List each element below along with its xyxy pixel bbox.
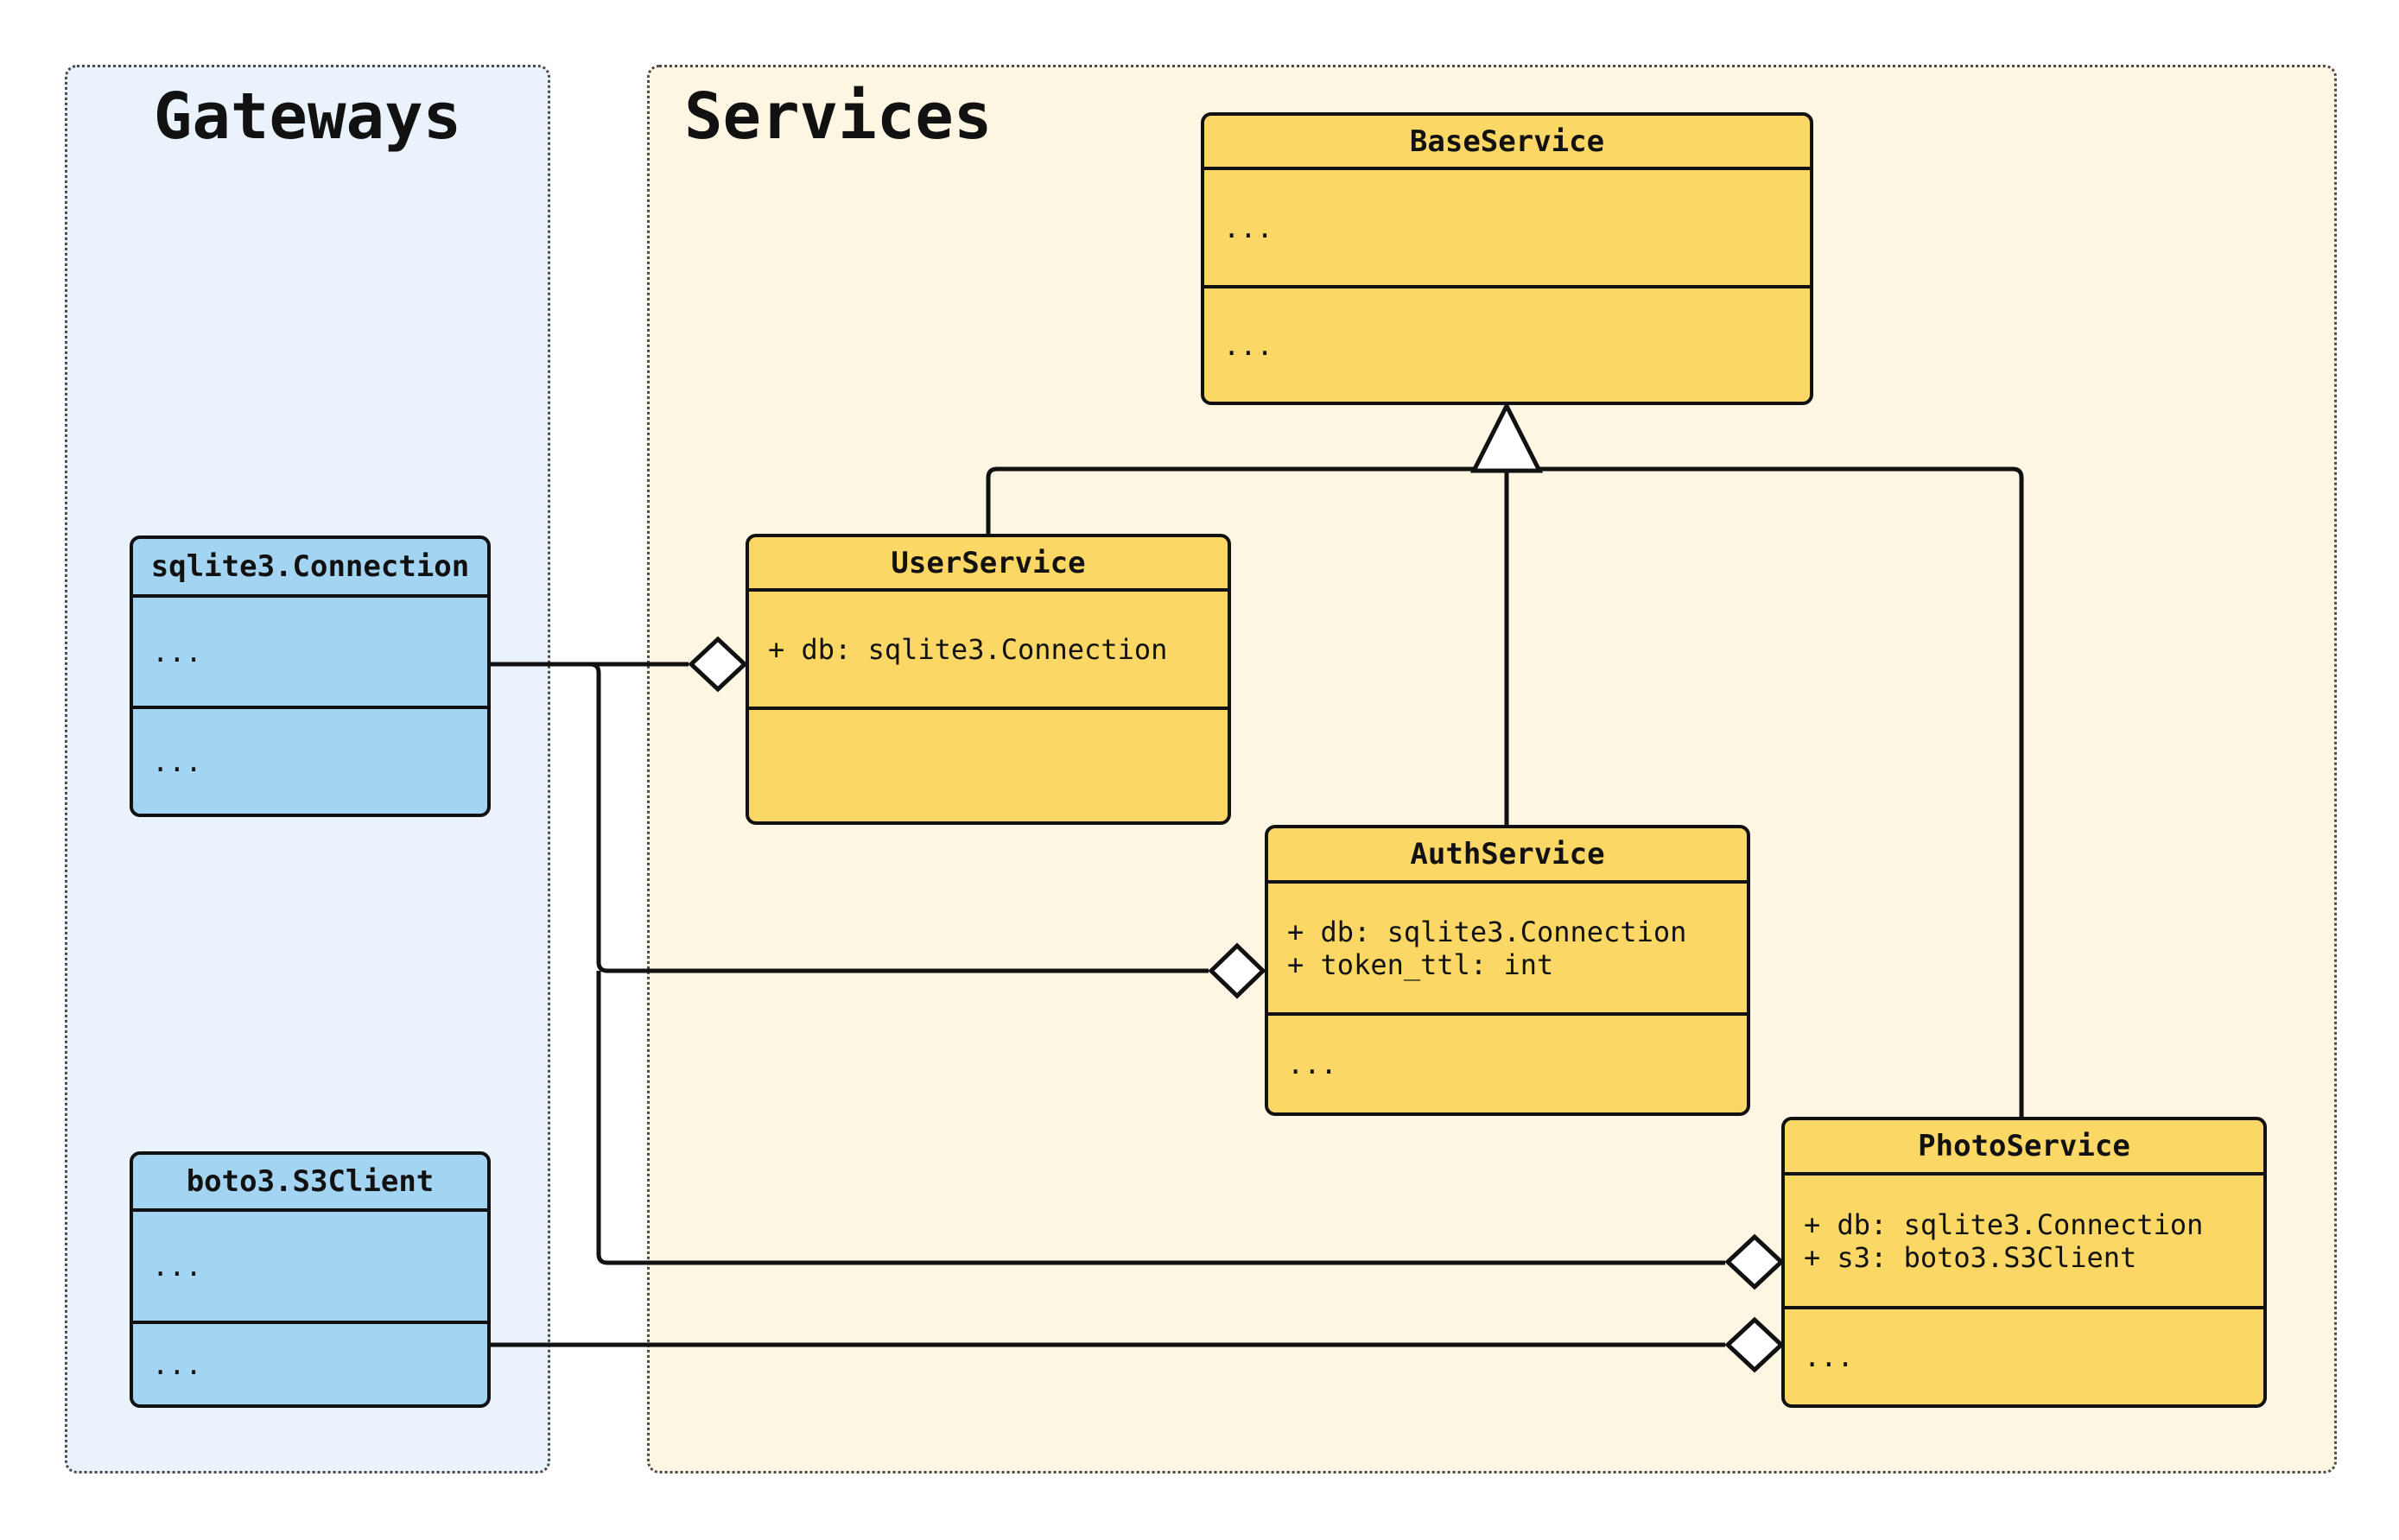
class-methods-baseservice: ...: [1204, 288, 1810, 402]
inheritance-triangle-icon: [1469, 401, 1544, 473]
edge-sqlite-to-authservice: [491, 662, 1209, 973]
member-line: ...: [1223, 211, 1273, 244]
aggregation-diamond-authservice-icon: [1208, 942, 1266, 999]
member-line: ...: [152, 745, 202, 778]
aggregation-diamond-userservice-icon: [688, 636, 748, 693]
class-node-baseservice: BaseService ... ...: [1201, 112, 1813, 405]
class-name-authservice: AuthService: [1268, 828, 1747, 884]
edge-sqlite-to-photoservice: [596, 971, 1725, 1265]
edge-userservice-to-baseservice: [986, 466, 1507, 534]
class-node-sqlite3-connection: sqlite3.Connection ... ...: [130, 536, 491, 817]
gateways-panel-title: Gateways: [153, 79, 462, 154]
class-name-photoservice: PhotoService: [1785, 1120, 2263, 1176]
class-methods-photoservice: ...: [1785, 1309, 2263, 1404]
class-attributes-authservice: + db: sqlite3.Connection+ token_ttl: int: [1268, 884, 1747, 1016]
services-panel-title: Services: [684, 79, 993, 154]
class-node-photoservice: PhotoService + db: sqlite3.Connection+ s…: [1781, 1117, 2267, 1408]
class-methods-authservice: ...: [1268, 1016, 1747, 1112]
aggregation-diamond-photoservice-s3-icon: [1724, 1316, 1785, 1373]
class-attributes-baseservice: ...: [1204, 170, 1810, 288]
member-line: + token_ttl: int: [1287, 947, 1554, 981]
class-node-userservice: UserService + db: sqlite3.Connection: [746, 534, 1231, 825]
member-line: + s3: boto3.S3Client: [1804, 1240, 2137, 1274]
class-attributes-userservice: + db: sqlite3.Connection: [749, 592, 1228, 710]
class-attributes-sqlite3-connection: ...: [133, 598, 487, 709]
member-line: + db: sqlite3.Connection: [1287, 915, 1687, 948]
member-line: ...: [1223, 328, 1273, 362]
class-methods-userservice: [749, 710, 1228, 821]
class-attributes-boto3-s3client: ...: [133, 1212, 487, 1324]
class-node-authservice: AuthService + db: sqlite3.Connection+ to…: [1265, 825, 1750, 1116]
member-line: ...: [152, 1347, 202, 1381]
class-methods-sqlite3-connection: ...: [133, 709, 487, 814]
member-line: ...: [152, 1250, 202, 1283]
class-methods-boto3-s3client: ...: [133, 1324, 487, 1404]
member-line: + db: sqlite3.Connection: [768, 632, 1168, 666]
aggregation-diamond-photoservice-db-icon: [1724, 1233, 1785, 1290]
class-attributes-photoservice: + db: sqlite3.Connection+ s3: boto3.S3Cl…: [1785, 1176, 2263, 1309]
class-name-userservice: UserService: [749, 537, 1228, 592]
edge-photoservice-to-baseservice: [1507, 466, 2024, 1117]
class-name-sqlite3-connection: sqlite3.Connection: [133, 539, 487, 598]
class-name-baseservice: BaseService: [1204, 116, 1810, 170]
member-line: + db: sqlite3.Connection: [1804, 1207, 2204, 1241]
member-line: ...: [152, 635, 202, 669]
class-node-boto3-s3client: boto3.S3Client ... ...: [130, 1151, 491, 1408]
member-line: ...: [1287, 1048, 1337, 1081]
member-line: ...: [1804, 1340, 1854, 1373]
class-name-boto3-s3client: boto3.S3Client: [133, 1155, 487, 1212]
